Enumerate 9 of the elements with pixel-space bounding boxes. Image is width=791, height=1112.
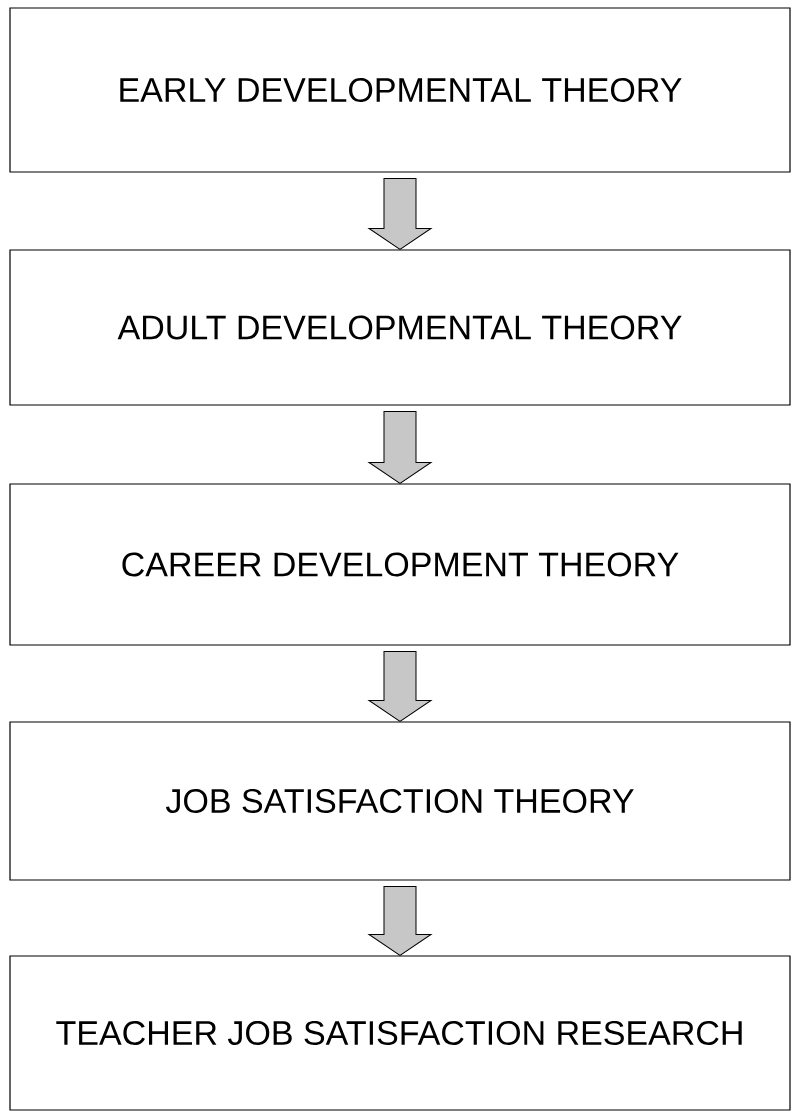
- block-arrow: [368, 651, 432, 722]
- block-arrow: [368, 178, 432, 250]
- theory-box: JOB SATISFACTION THEORY: [9, 721, 791, 881]
- block-arrow: [368, 886, 432, 956]
- theory-box: CAREER DEVELOPMENT THEORY: [9, 483, 791, 646]
- theory-box: TEACHER JOB SATISFACTION RESEARCH: [9, 955, 791, 1111]
- theory-box: ADULT DEVELOPMENTAL THEORY: [9, 249, 791, 406]
- theory-box: EARLY DEVELOPMENTAL THEORY: [9, 7, 791, 173]
- block-arrow: [368, 411, 432, 484]
